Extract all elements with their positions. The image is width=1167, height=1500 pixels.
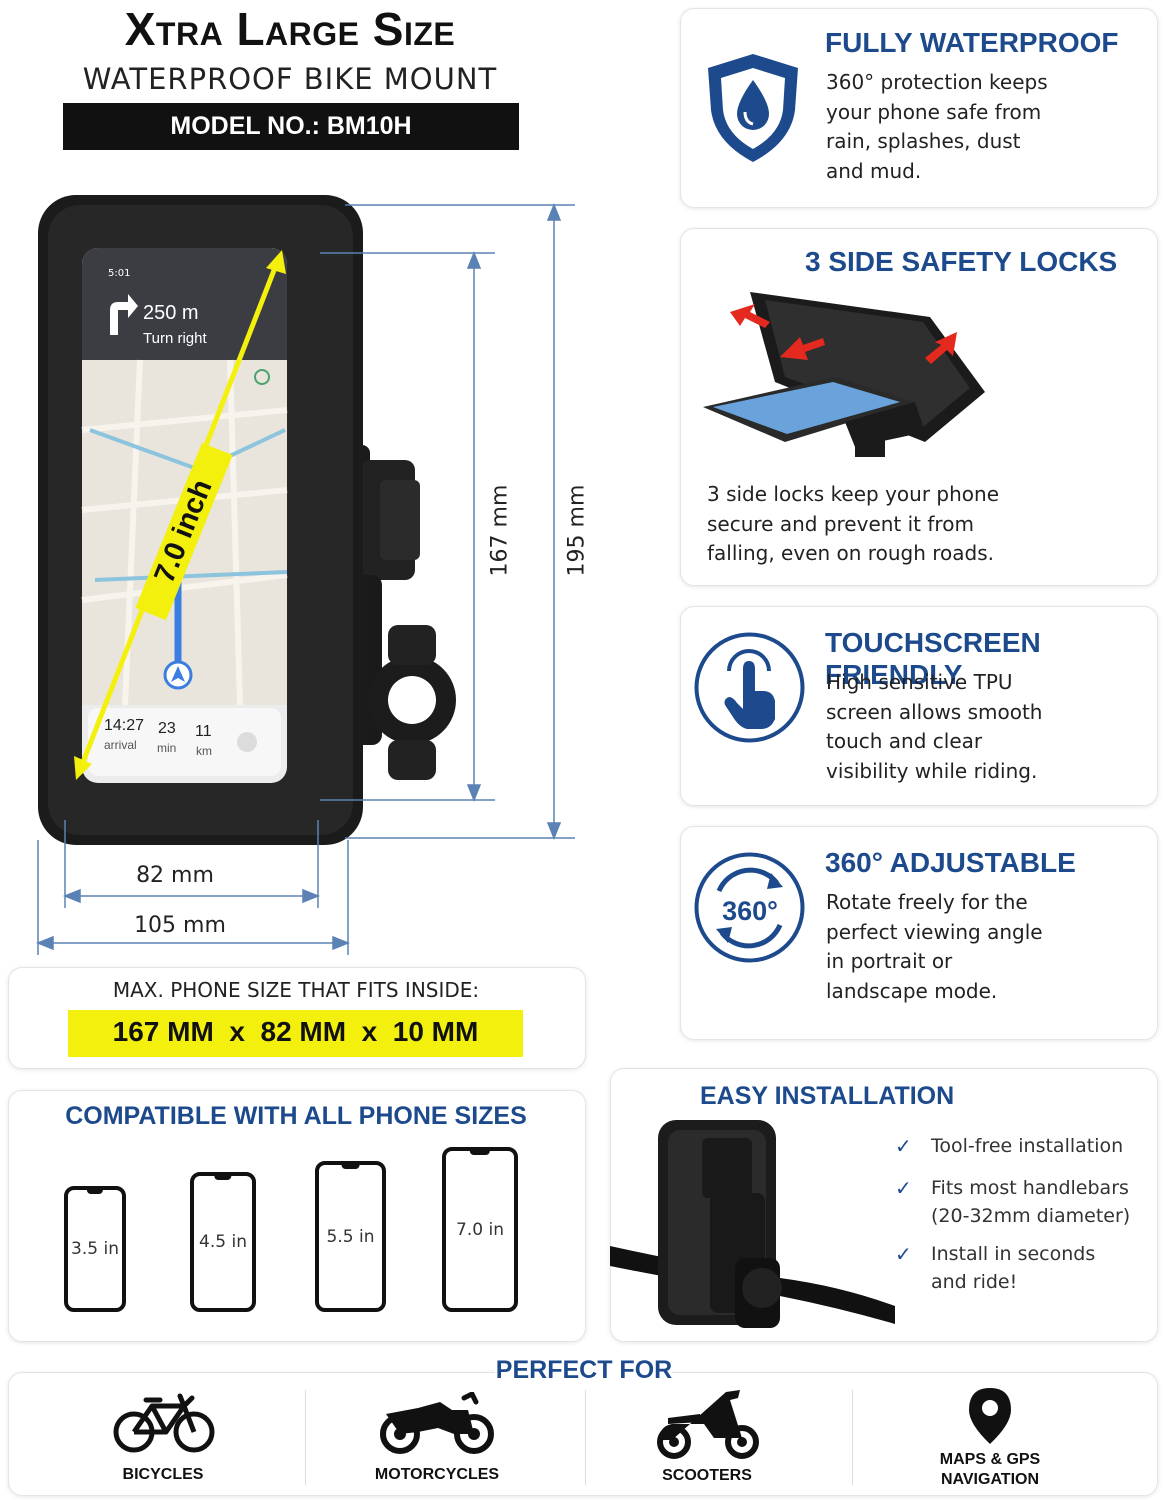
phone-notch	[469, 1150, 491, 1155]
minutes-label: min	[157, 741, 177, 755]
check-icon: ✓	[895, 1134, 912, 1158]
perfect-for-card	[8, 1372, 1158, 1496]
inner-height-label: 167 mm	[487, 484, 513, 577]
perfect-for-motorcycles: MOTORCYCLES	[374, 1466, 500, 1483]
feature-line: 3 side locks keep your phone	[707, 482, 1000, 506]
lock-arrow-icon	[925, 332, 957, 364]
feature-line: secure and prevent it from	[707, 511, 974, 536]
feature-line: landscape mode.	[826, 978, 998, 1003]
compatible-title: COMPATIBLE WITH ALL PHONE SIZES	[65, 1102, 527, 1130]
install-item-line: (20-32mm diameter)	[931, 1205, 1131, 1227]
feature-title-waterproof: FULLY WATERPROOF	[825, 27, 1119, 58]
phone-size-label: 5.5 in	[326, 1226, 375, 1247]
lock-arrow-icon	[780, 337, 825, 360]
phone-size-3-5: 3.5 in	[64, 1186, 126, 1312]
divider	[585, 1390, 586, 1485]
feature-line: 360° protection keeps	[826, 70, 1048, 94]
turn-right-icon	[110, 294, 138, 335]
km-label: km	[196, 744, 212, 758]
model-bar	[63, 103, 519, 150]
model-number: MODEL NO.: BM10H	[170, 112, 412, 140]
phone-size-7-0: 7.0 in	[442, 1147, 518, 1312]
installation-title: EASY INSTALLATION	[700, 1082, 955, 1110]
perfect-for-title-bg	[495, 1352, 672, 1392]
check-icon: ✓	[895, 1242, 912, 1266]
nav-instruction: Turn right	[143, 330, 207, 347]
bicycle-icon	[113, 1393, 215, 1453]
feature-title-locks: 3 SIDE SAFETY LOCKS	[805, 246, 1118, 277]
feature-text-touchscreen: High sensitive TPU screen allows smooth …	[826, 668, 1042, 786]
status-time: 5:01	[108, 268, 131, 279]
feature-line: visibility while riding.	[826, 758, 1038, 783]
phone-notch	[341, 1164, 360, 1169]
feature-text-locks: 3 side locks keep your phone secure and …	[707, 480, 999, 569]
phone-size-label: 3.5 in	[71, 1239, 119, 1259]
feature-text-adjustable: Rotate freely for the perfect viewing an…	[826, 888, 1043, 1006]
feature-title-adjustable: 360° ADJUSTABLE	[825, 847, 1076, 878]
feature-line: touch and clear	[826, 729, 983, 753]
feature-line: Rotate freely for the	[826, 890, 1028, 914]
perfect-for-bicycles: BICYCLES	[122, 1466, 204, 1483]
rotate-360-text: 360°	[722, 896, 778, 926]
arrival-label: arrival	[104, 738, 137, 752]
outer-width-label: 105 mm	[134, 913, 226, 938]
divider	[852, 1390, 853, 1485]
perfect-for-maps-line-2: NAVIGATION	[940, 1471, 1040, 1488]
outer-height-label: 195 mm	[564, 484, 590, 577]
perfect-for-title: PERFECT FOR	[495, 1356, 673, 1384]
phone-notch	[86, 1189, 104, 1194]
feature-line: High sensitive TPU	[826, 670, 1013, 694]
phone-size-label: 7.0 in	[456, 1219, 504, 1240]
lock-arrow-icon	[730, 304, 770, 328]
minutes-value: 23	[158, 720, 176, 737]
map-pin-icon	[969, 1388, 1011, 1444]
feature-line: screen allows smooth	[826, 699, 1043, 724]
feature-line: rain, splashes, dust	[826, 129, 1021, 153]
inner-width-label: 82 mm	[136, 863, 214, 888]
scooter-icon	[657, 1390, 759, 1459]
install-item-line: and ride!	[931, 1271, 1018, 1293]
phone-size-label: 4.5 in	[199, 1232, 247, 1252]
check-icon: ✓	[895, 1176, 912, 1200]
max-size-value: 167 MM x 82 MM x 10 MM	[112, 1016, 479, 1047]
feature-title-touchscreen: TOUCHSCREEN FRIENDLY	[825, 627, 1041, 690]
feature-line: in portrait or	[826, 949, 953, 973]
install-item-line: Tool-free installation	[931, 1135, 1124, 1157]
feature-line: your phone safe from	[826, 99, 1042, 124]
rotate-360-icon	[694, 852, 805, 963]
nav-distance: 250 m	[143, 302, 199, 324]
page-title: Xtra Large Size	[124, 3, 456, 55]
page-subtitle: WATERPROOF BIKE MOUNT	[82, 62, 498, 96]
shield-drop-icon	[708, 54, 798, 162]
motorcycle-icon	[380, 1392, 494, 1454]
touch-hand-icon	[694, 632, 805, 743]
install-item-line: Install in seconds	[931, 1243, 1096, 1265]
phone-size-5-5: 5.5 in	[315, 1161, 386, 1312]
feature-line: and mud.	[826, 158, 922, 183]
open-mount-image	[703, 292, 985, 457]
feature-line: perfect viewing angle	[826, 919, 1043, 944]
perfect-for-scooters: SCOOTERS	[662, 1467, 752, 1484]
divider	[305, 1390, 306, 1485]
phone-size-4-5: 4.5 in	[190, 1172, 256, 1312]
max-size-highlight	[68, 1010, 523, 1057]
km-value: 11	[195, 723, 212, 740]
install-item-line: Fits most handlebars	[931, 1177, 1129, 1199]
phone-notch	[214, 1175, 232, 1180]
arrival-time: 14:27	[104, 717, 145, 734]
max-size-label: MAX. PHONE SIZE THAT FITS INSIDE:	[112, 978, 480, 1002]
installed-mount-image	[610, 1120, 895, 1328]
feature-line: falling, even on rough roads.	[707, 541, 994, 565]
feature-text-waterproof: 360° protection keeps your phone safe fr…	[826, 68, 1048, 186]
perfect-for-maps-line-1: MAPS & GPS	[939, 1451, 1041, 1468]
